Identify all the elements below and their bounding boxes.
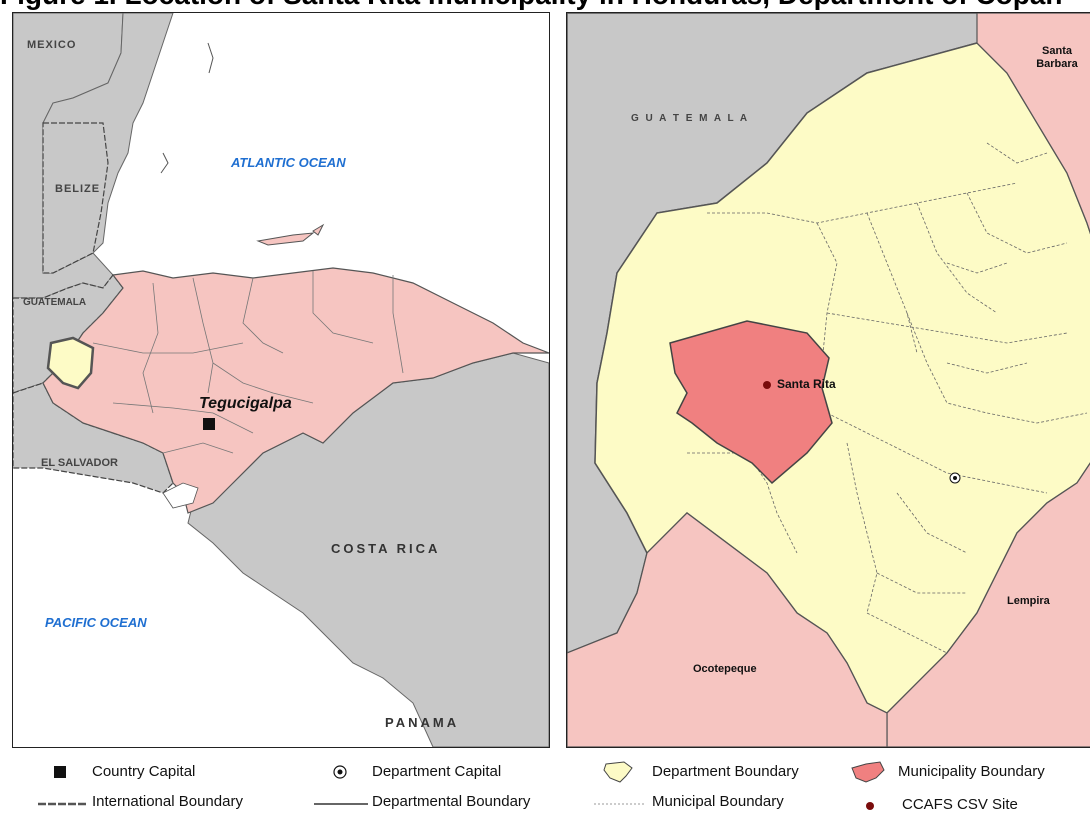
legend-symbol-municipality-boundary: [851, 761, 885, 783]
map-legend: Country Capital Department Capital Depar…: [0, 752, 1090, 818]
legend-label-ccafs-site: CCAFS CSV Site: [902, 796, 1018, 813]
santa-barbara-department: [976, 13, 1090, 234]
label-panama: PANAMA: [385, 715, 460, 730]
label-lempira: Lempira: [1007, 595, 1050, 607]
municipal-boundary-lines: [687, 142, 1088, 654]
label-guatemala: G U A T E M A L A: [631, 113, 750, 124]
label-belize: BELIZE: [55, 183, 101, 195]
label-guatemala: GUATEMALA: [23, 297, 87, 308]
tegucigalpa-marker: [203, 418, 215, 430]
regional-map: MEXICO BELIZE GUATEMALA EL SALVADOR COST…: [12, 12, 550, 748]
lempira-department: [886, 462, 1090, 747]
legend-label-department-capital: Department Capital: [372, 763, 502, 780]
label-santa-barbara: Santa Barbara: [1036, 45, 1078, 70]
department-map-canvas: [567, 13, 1090, 747]
legend-symbol-international-boundary: [38, 802, 88, 806]
legend-label-municipal-boundary: Municipal Boundary: [652, 793, 784, 810]
legend-symbol-municipal-boundary: [594, 803, 646, 805]
legend-symbol-ccafs-site: [866, 802, 874, 810]
belize-landmass: [42, 122, 109, 274]
legend-symbol-department-boundary: [603, 761, 633, 783]
legend-label-department-boundary: Department Boundary: [652, 763, 799, 780]
label-mexico: MEXICO: [27, 39, 77, 51]
label-pacific-ocean: PACIFIC OCEAN: [45, 615, 147, 630]
legend-label-country-capital: Country Capital: [92, 763, 196, 780]
santa-rita-site-marker: [763, 381, 771, 389]
department-map: G U A T E M A L A Santa Barbara Lempira …: [566, 12, 1090, 748]
legend-symbol-country-capital: [54, 766, 66, 778]
copan-department-highlight: [46, 336, 95, 390]
regional-map-canvas: [13, 13, 549, 747]
label-el-salvador: EL SALVADOR: [41, 457, 119, 469]
label-costa-rica: COSTA RICA: [331, 541, 441, 556]
label-atlantic-ocean: ATLANTIC OCEAN: [231, 155, 346, 170]
bay-islands: [256, 232, 315, 246]
legend-symbol-departmental-boundary: [314, 803, 368, 805]
figure-title: Figure 1. Location of Santa Rita municip…: [0, 0, 1090, 10]
legend-label-municipality-boundary: Municipality Boundary: [898, 763, 1045, 780]
label-tegucigalpa: Tegucigalpa: [199, 395, 292, 412]
label-santa-rita: Santa Rita: [777, 377, 836, 391]
label-ocotepeque: Ocotepeque: [693, 663, 757, 675]
ocotepeque-department: [567, 512, 888, 747]
honduras-department-lines: [92, 271, 404, 454]
legend-label-departmental-boundary: Departmental Boundary: [372, 793, 531, 810]
santa-rita-municipality: [669, 320, 833, 485]
legend-symbol-department-capital: [333, 765, 347, 779]
legend-label-international-boundary: International Boundary: [92, 793, 243, 810]
